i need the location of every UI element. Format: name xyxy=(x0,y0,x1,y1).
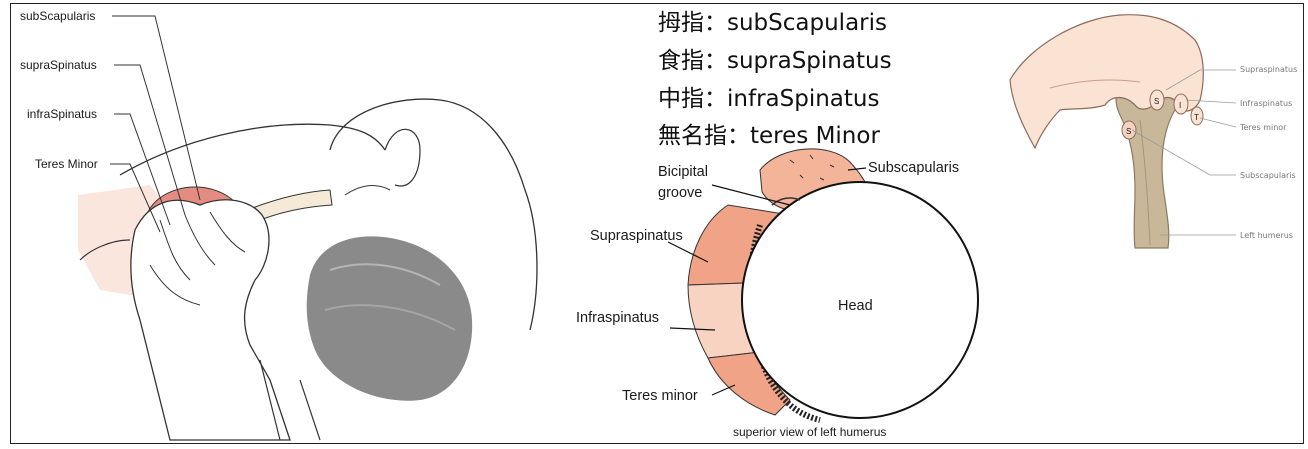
caption: superior view of left humerus xyxy=(733,425,886,439)
hand xyxy=(130,199,291,441)
back-outline xyxy=(119,123,386,176)
arm xyxy=(259,359,321,441)
label-supraspinatus-center: Supraspinatus xyxy=(590,228,683,244)
finger-letter-s: S xyxy=(1154,97,1159,106)
finger-letter-i: I xyxy=(1179,101,1181,110)
right-label-subscapularis: Subscapularis xyxy=(1240,171,1296,180)
label-infraspinatus-center: Infraspinatus xyxy=(576,310,659,326)
right-label-supraspinatus: Supraspinatus xyxy=(1240,65,1297,74)
label-infraspinatus: infraSpinatus xyxy=(27,107,97,121)
left-illustration: subScapularis supraSpinatus infraSpinatu… xyxy=(20,9,538,441)
mnemonic-middle: 中指：infraSpinatus xyxy=(658,86,879,112)
label-head: Head xyxy=(838,298,873,314)
left-leader-lines xyxy=(110,15,201,233)
hand-humerus-illustration: S I T S Supraspinatus Infraspinatus Tere… xyxy=(1009,14,1297,249)
label-groove: groove xyxy=(658,185,702,201)
label-teres-minor-center: Teres minor xyxy=(622,388,698,404)
label-teres-minor: Teres Minor xyxy=(35,157,98,171)
humeral-head xyxy=(741,181,979,419)
hand-right xyxy=(1009,14,1204,150)
right-label-left-humerus: Left humerus xyxy=(1240,231,1293,240)
bicipital-groove xyxy=(771,197,801,206)
humerus-superior-view: Bicipital groove Subscapularis Supraspin… xyxy=(576,148,979,439)
shoulder-outline xyxy=(79,239,131,261)
mnemonic-ring: 無名指：teres Minor xyxy=(658,123,880,149)
head-outline xyxy=(329,98,538,331)
hair xyxy=(306,236,473,401)
right-label-infraspinatus: Infraspinatus xyxy=(1240,99,1292,108)
right-leader-lines xyxy=(1131,69,1237,236)
label-subscapularis: subScapularis xyxy=(20,9,95,23)
mnemonic-index: 食指：supraSpinatus xyxy=(658,48,892,74)
label-bicipital: Bicipital xyxy=(658,164,708,180)
label-subscapularis-center: Subscapularis xyxy=(868,160,959,176)
right-label-teres-minor: Teres minor xyxy=(1239,123,1287,132)
mnemonic-block: 拇指：subScapularis 食指：supraSpinatus 中指：inf… xyxy=(658,10,892,149)
ear xyxy=(384,128,421,187)
center-leader-lines xyxy=(667,167,867,396)
figure-frame xyxy=(10,3,1304,444)
face-detail xyxy=(344,184,391,196)
thumb-letter-s: S xyxy=(1126,127,1131,136)
mnemonic-thumb: 拇指：subScapularis xyxy=(658,10,887,36)
finger-letter-t: T xyxy=(1194,113,1199,122)
label-supraspinatus: supraSpinatus xyxy=(20,58,97,72)
